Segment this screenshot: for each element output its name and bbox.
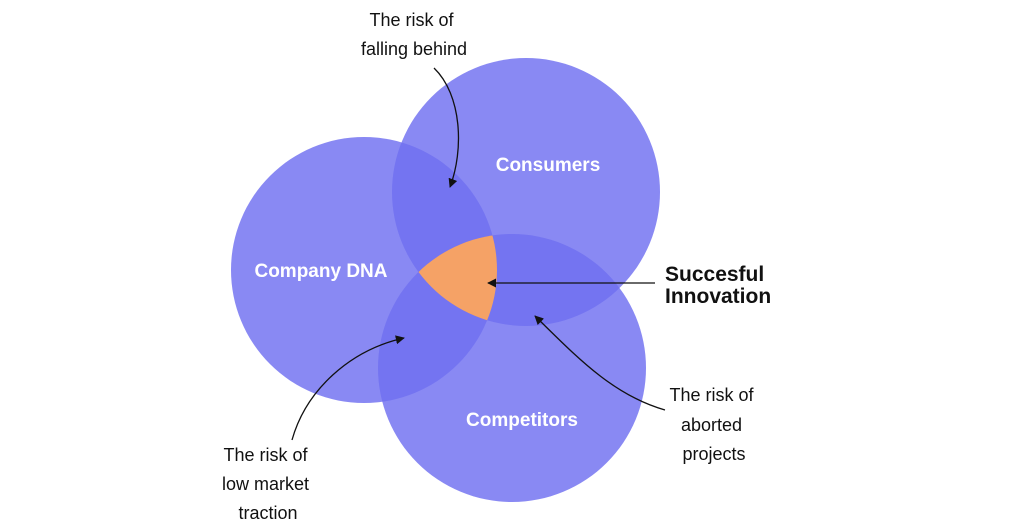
- callout-falling-behind-line1: The risk of: [369, 10, 454, 30]
- callout-aborted-projects-line1: The risk of: [669, 385, 754, 405]
- callout-aborted-projects-line2: aborted: [681, 415, 742, 435]
- callout-low-traction-line2: low market: [222, 474, 309, 494]
- company-dna-label: Company DNA: [254, 261, 387, 282]
- arrow-aborted-projects: [534, 315, 666, 411]
- callout-low-traction-line1: The risk of: [223, 445, 308, 465]
- center-label-line1: Succesful: [665, 263, 764, 286]
- center-label: Succesful Innovation: [665, 263, 771, 308]
- consumers-label: Consumers: [496, 155, 601, 176]
- arrow-low-traction: [291, 335, 405, 441]
- callout-falling-behind-line2: falling behind: [361, 39, 467, 59]
- callout-aborted-projects-line3: projects: [682, 444, 745, 464]
- callout-low-traction-line3: traction: [238, 503, 297, 523]
- center-label-line2: Innovation: [665, 285, 771, 308]
- competitors-label: Competitors: [466, 410, 578, 431]
- callout-falling-behind: The risk of falling behind: [361, 10, 467, 59]
- competitors-circle: [378, 234, 646, 502]
- arrow-falling-behind: [433, 67, 460, 188]
- callout-aborted-projects: The risk of aborted projects: [669, 385, 758, 464]
- callout-low-traction: The risk of low market traction: [222, 445, 314, 523]
